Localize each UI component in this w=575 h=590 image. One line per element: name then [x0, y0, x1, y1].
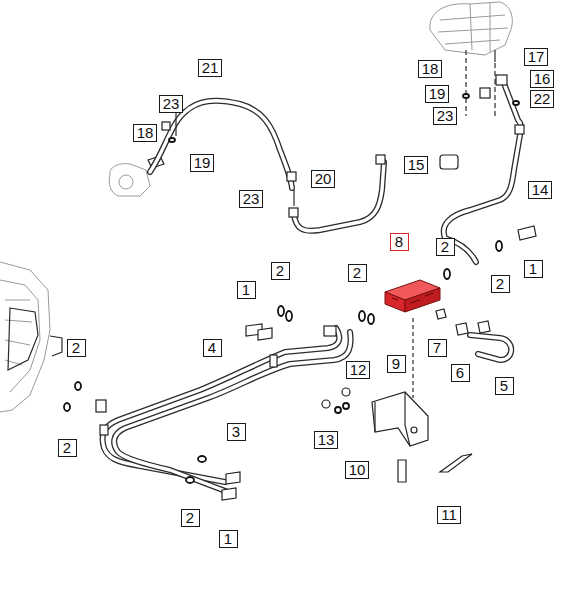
callout-label: 1	[242, 281, 250, 298]
callout-number: 19	[190, 154, 215, 172]
callout-number: 23	[239, 190, 264, 208]
callout-number: 2	[67, 339, 86, 357]
callout-number: 10	[345, 461, 370, 479]
callout-label: 23	[163, 95, 180, 112]
callout-label: 19	[429, 85, 446, 102]
callout-number: 1	[237, 281, 256, 299]
callout-label: 3	[232, 423, 240, 440]
callout-label: 17	[528, 48, 545, 65]
callout-number: 4	[203, 339, 222, 357]
callout-number: 2	[491, 275, 510, 293]
callout-number: 18	[133, 124, 158, 142]
callout-label: 7	[433, 339, 441, 356]
callout-number: 2	[436, 238, 455, 256]
callout-label: 22	[534, 90, 551, 107]
callout-label: 18	[422, 60, 439, 77]
callout-number: 23	[433, 107, 458, 125]
callout-label: 19	[194, 154, 211, 171]
callout-number: 12	[346, 361, 371, 379]
callout-label: 16	[534, 70, 551, 87]
bolts	[222, 226, 536, 500]
callout-label: 12	[350, 361, 367, 378]
manifold-block	[385, 280, 440, 312]
callout-number: 16	[530, 70, 555, 88]
callout-number: 6	[451, 364, 470, 382]
callout-label: 2	[72, 339, 80, 356]
callout-number: 2	[271, 262, 290, 280]
callout-label: 21	[202, 59, 219, 76]
callout-label: 2	[63, 439, 71, 456]
callout-number: 5	[495, 377, 514, 395]
callout-number: 2	[181, 509, 200, 527]
compressor	[430, 2, 512, 62]
engine-block	[0, 262, 62, 412]
callout-label: 18	[137, 124, 154, 141]
callout-number: 1	[219, 530, 238, 548]
callout-number: 18	[418, 60, 443, 78]
callout-label: 14	[532, 181, 549, 198]
callout-number: 7	[428, 339, 447, 357]
callout-number: 19	[425, 85, 450, 103]
bracket	[372, 318, 428, 446]
callout-label: 23	[243, 190, 260, 207]
callout-label: 9	[392, 355, 400, 372]
callout-label: 2	[186, 509, 194, 526]
callout-label: 5	[500, 377, 508, 394]
callout-label: 23	[437, 107, 454, 124]
callout-label: 20	[315, 170, 332, 187]
callout-label: 15	[408, 156, 425, 173]
callout-number: 23	[159, 95, 184, 113]
o-rings	[64, 94, 519, 483]
callout-number: 15	[404, 156, 429, 174]
callout-label: 13	[318, 431, 335, 448]
callout-label: 6	[456, 364, 464, 381]
callout-number: 8	[390, 233, 409, 251]
callout-number: 21	[198, 59, 223, 77]
callout-number: 2	[58, 439, 77, 457]
callout-label: 1	[529, 260, 537, 277]
callout-label: 2	[496, 275, 504, 292]
callout-number: 14	[528, 181, 553, 199]
callout-label: 2	[353, 264, 361, 281]
callout-number: 11	[437, 506, 461, 524]
callout-label: 2	[441, 238, 449, 255]
tubes	[103, 86, 521, 492]
callout-number: 20	[311, 170, 336, 188]
callout-label: 8	[395, 233, 403, 250]
callout-label: 10	[349, 461, 366, 478]
callout-label: 4	[208, 339, 216, 356]
callout-number: 1	[524, 260, 543, 278]
callout-number: 17	[524, 48, 549, 66]
callout-number: 3	[227, 423, 246, 441]
callout-number: 13	[314, 431, 339, 449]
callout-number: 2	[348, 264, 367, 282]
callout-number: 9	[387, 355, 406, 373]
callout-number: 22	[530, 90, 555, 108]
callout-label: 1	[224, 530, 232, 547]
callout-label: 11	[441, 506, 457, 523]
callout-label: 2	[276, 262, 284, 279]
fittings	[96, 50, 524, 435]
